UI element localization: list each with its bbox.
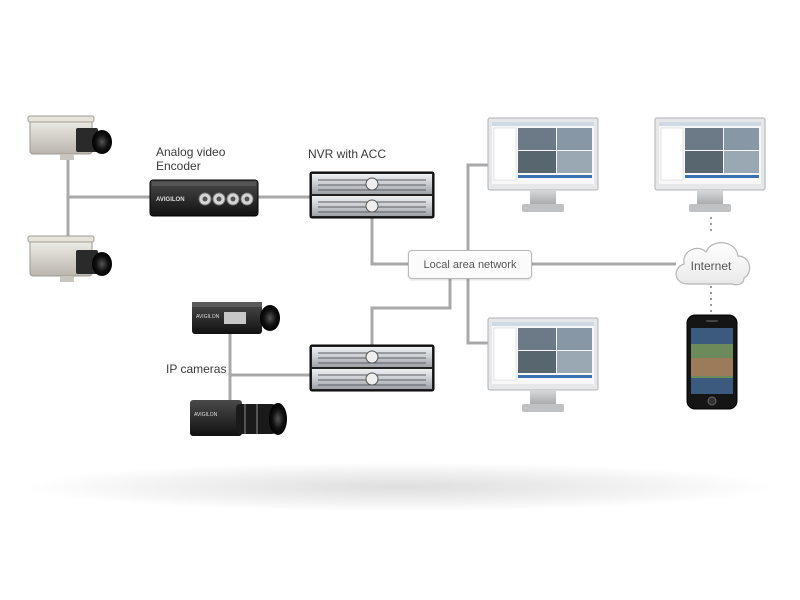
- ip-camera-icon: AVIGILON: [192, 302, 280, 334]
- analog-video-encoder-icon: AVIGILON: [149, 179, 259, 217]
- analog-camera-link-top: [66, 160, 150, 199]
- cloud-icon: [675, 242, 751, 286]
- ip-camera-icon: AVIGILON: [190, 400, 287, 436]
- nvr-server-icon: [309, 344, 435, 392]
- encoder-label-line1: Analog video: [156, 145, 226, 159]
- svg-text:AVIGILON: AVIGILON: [196, 314, 220, 320]
- ip-camera-link-top: [228, 334, 310, 377]
- local-area-network-box: Local area network: [408, 250, 532, 279]
- connector-lines: [66, 160, 676, 400]
- analog-camera-icon: [27, 235, 112, 282]
- ip-cameras-label: IP cameras: [166, 362, 227, 376]
- encoder-label-line2: Encoder: [156, 159, 201, 173]
- svg-text:AVIGILON: AVIGILON: [156, 197, 185, 203]
- monitor-workstation-icon: [487, 317, 599, 412]
- svg-text:AVIGILON: AVIGILON: [194, 412, 218, 418]
- analog-camera-icon: [27, 115, 112, 160]
- lan-monitor-top-link: [466, 163, 488, 250]
- floor-shadow: [20, 462, 780, 512]
- internet-label: Internet: [690, 259, 732, 273]
- smartphone-icon: [686, 314, 738, 410]
- monitor-workstation-icon: [654, 117, 766, 212]
- nvr-lan-link: [370, 218, 408, 266]
- nvr-server-icon: [309, 171, 435, 219]
- lan-nvr2-link: [370, 277, 452, 345]
- monitor-workstation-icon: [487, 117, 599, 212]
- lan-label: Local area network: [423, 258, 517, 271]
- nvr-label: NVR with ACC: [308, 147, 387, 161]
- lan-monitor-bottom-link: [466, 277, 488, 345]
